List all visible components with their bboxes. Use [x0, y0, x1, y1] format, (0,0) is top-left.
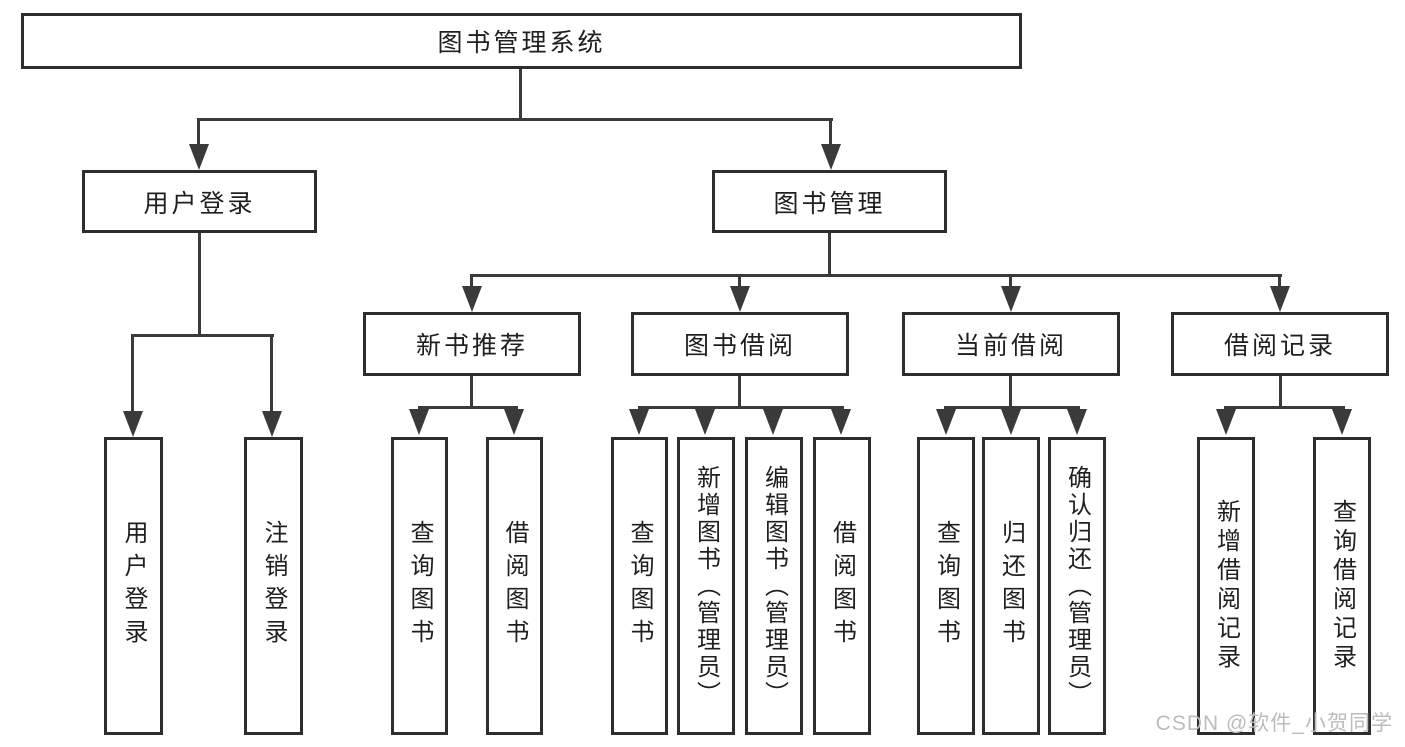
arrow-down-icon — [1067, 409, 1087, 435]
arrow-down-icon — [763, 409, 783, 435]
node-borrow-records: 借阅记录 — [1171, 312, 1389, 376]
arrow-down-icon — [262, 411, 282, 437]
node-borrow-books: 借阅图书 — [486, 437, 543, 735]
node-library-system: 图书管理系统 — [21, 13, 1022, 69]
arrow-down-icon — [504, 409, 524, 435]
arrow-down-icon — [629, 409, 649, 435]
arrow-down-icon — [695, 409, 715, 435]
arrow-down-icon — [409, 409, 429, 435]
connector-stub — [470, 274, 473, 290]
arrow-down-icon — [462, 286, 482, 312]
node-query-borrow-record: 查询借阅记录 — [1313, 437, 1371, 735]
connector-rail — [418, 406, 518, 409]
connector-login-stem — [198, 233, 201, 337]
connector-stem — [1009, 376, 1012, 409]
csdn-watermark: CSDN @软件_小贺同学 — [1155, 712, 1393, 735]
connector-mgmt-stem — [828, 233, 831, 277]
connector-root-rail — [197, 118, 833, 121]
node-borrow-books: 借阅图书 — [813, 437, 871, 735]
arrow-down-icon — [1332, 409, 1352, 435]
arrow-down-icon — [730, 286, 750, 312]
arrow-down-icon — [1270, 286, 1290, 312]
arrow-down-icon — [1216, 409, 1236, 435]
arrow-down-icon — [123, 411, 143, 437]
node-add-borrow-record: 新增借阅记录 — [1197, 437, 1255, 735]
connector-mgmt-rail — [470, 274, 1282, 277]
connector-rail — [1224, 406, 1345, 409]
connector-stem — [738, 376, 741, 409]
connector-stub — [1278, 274, 1281, 290]
node-confirm-return-admin: 确认归还（管理员） — [1048, 437, 1106, 735]
connector-stub — [1009, 274, 1012, 290]
node-return-books: 归还图书 — [982, 437, 1040, 735]
arrow-down-icon — [189, 144, 209, 170]
connector-stub — [270, 334, 273, 413]
node-query-books: 查询图书 — [917, 437, 975, 735]
arrow-down-icon — [831, 409, 851, 435]
connector-stub — [738, 274, 741, 290]
node-user-login: 用户登录 — [82, 170, 317, 233]
node-book-borrow: 图书借阅 — [631, 312, 849, 376]
connector-stub — [131, 334, 134, 413]
connector-stem — [1279, 376, 1282, 409]
arrow-down-icon — [821, 144, 841, 170]
arrow-down-icon — [936, 409, 956, 435]
node-query-books: 查询图书 — [611, 437, 668, 735]
connector-root-stem — [519, 69, 522, 118]
connector-stub — [829, 118, 832, 146]
node-user-login-leaf: 用户登录 — [104, 437, 163, 735]
node-new-book-recommend: 新书推荐 — [363, 312, 581, 376]
connector-rail — [638, 406, 844, 409]
arrow-down-icon — [1001, 286, 1021, 312]
node-add-book-admin: 新增图书（管理员） — [677, 437, 735, 735]
arrow-down-icon — [1001, 409, 1021, 435]
connector-stem — [470, 376, 473, 409]
connector-login-rail — [131, 334, 274, 337]
node-edit-book-admin: 编辑图书（管理员） — [745, 437, 803, 735]
connector-stub — [197, 118, 200, 146]
connector-rail — [944, 406, 1080, 409]
node-current-borrow: 当前借阅 — [902, 312, 1120, 376]
node-query-books: 查询图书 — [391, 437, 448, 735]
node-logout: 注销登录 — [244, 437, 303, 735]
node-book-management: 图书管理 — [712, 170, 947, 233]
